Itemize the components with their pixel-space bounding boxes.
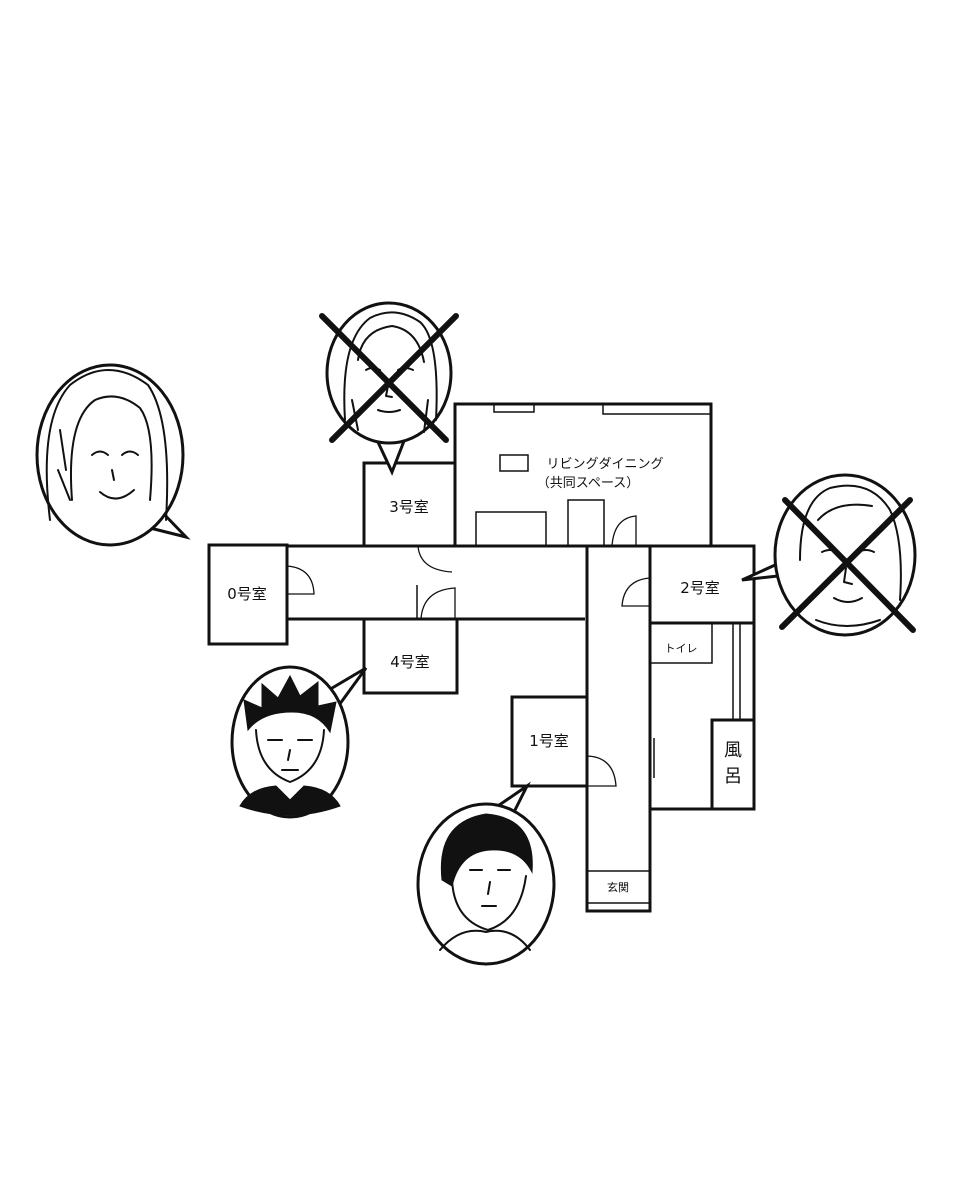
entrance-label: 玄関 — [607, 880, 629, 894]
living-sofa — [475, 511, 547, 547]
long-hair-portrait-icon — [343, 311, 438, 433]
room-2-label: 2号室 — [680, 579, 720, 597]
room-1 — [510, 695, 589, 788]
room-1-label: 1号室 — [529, 732, 569, 750]
spiky-hair-portrait-icon — [239, 674, 341, 816]
living-window — [493, 403, 535, 413]
cross-out-mark — [782, 497, 916, 633]
bath-label-top: 風 — [724, 740, 742, 761]
floor-plan — [207, 402, 756, 913]
toilet-label: トイレ — [665, 642, 698, 655]
living-tv — [499, 454, 529, 472]
living-cabinet — [602, 403, 712, 415]
shared-space-label: （共同スペース） — [537, 476, 639, 491]
long-face-portrait-icon — [799, 484, 902, 627]
room-labels: リビングダイニング （共同スペース） 3号室 0号室 4号室 1号室 2号室 ト… — [227, 457, 742, 894]
resident-room-4-bubble — [230, 665, 368, 819]
living-door — [611, 515, 637, 547]
bath-label-bottom: 呂 — [724, 766, 742, 787]
room-3-label: 3号室 — [389, 498, 429, 516]
bath-room — [710, 718, 756, 811]
living-label: リビングダイニング — [546, 457, 663, 472]
resident-room-0-bubble — [35, 363, 191, 547]
room-0-door — [286, 565, 315, 595]
resident-room-3-bubble — [319, 301, 459, 476]
room-3-door — [417, 545, 453, 573]
room-1-door — [586, 755, 617, 787]
resident-room-1-bubble — [416, 781, 556, 966]
room-0-label: 0号室 — [227, 585, 267, 603]
short-hair-portrait-icon — [439, 813, 533, 951]
living-dining-room — [453, 402, 713, 548]
room-2-door — [621, 577, 651, 607]
hooded-smiling-portrait-icon — [45, 369, 169, 521]
cross-out-mark — [779, 497, 913, 630]
cross-out-mark — [329, 313, 459, 443]
cross-out-mark — [319, 313, 449, 443]
toilet-room — [649, 622, 713, 664]
resident-room-2-bubble — [741, 473, 917, 637]
room-4 — [362, 617, 459, 695]
hallway — [585, 546, 652, 913]
living-shelf — [567, 499, 605, 547]
room-4-door — [420, 587, 456, 620]
room-4-label: 4号室 — [390, 653, 430, 671]
